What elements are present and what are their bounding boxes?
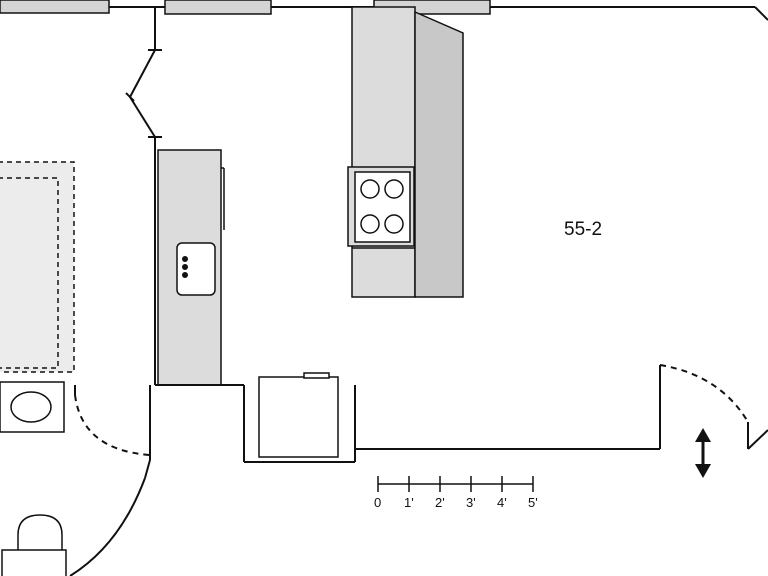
refrigerator — [258, 372, 339, 458]
room-label: 55-2 — [564, 219, 602, 240]
bifold-door — [125, 7, 162, 385]
scale-tick-2: 2' — [435, 495, 445, 510]
kitchen-sink — [176, 242, 216, 296]
scale-tick-4: 4' — [497, 495, 507, 510]
bathroom-door — [69, 385, 151, 576]
scale-bar — [377, 476, 534, 492]
scale-tick-1: 1' — [404, 495, 414, 510]
stove-cooktop — [347, 166, 415, 247]
bathtub — [0, 161, 75, 373]
scale-tick-3: 3' — [466, 495, 476, 510]
scale-tick-5: 5' — [528, 495, 538, 510]
lower-walls — [155, 365, 661, 463]
toilet — [1, 514, 67, 576]
window-1 — [0, 0, 110, 14]
scale-tick-0: 0 — [374, 495, 381, 510]
bathroom-sink — [0, 381, 65, 433]
sliding-door-arrow — [695, 428, 711, 478]
window-2 — [164, 0, 272, 15]
entry-door — [659, 364, 768, 450]
kitchen-island — [351, 6, 464, 298]
